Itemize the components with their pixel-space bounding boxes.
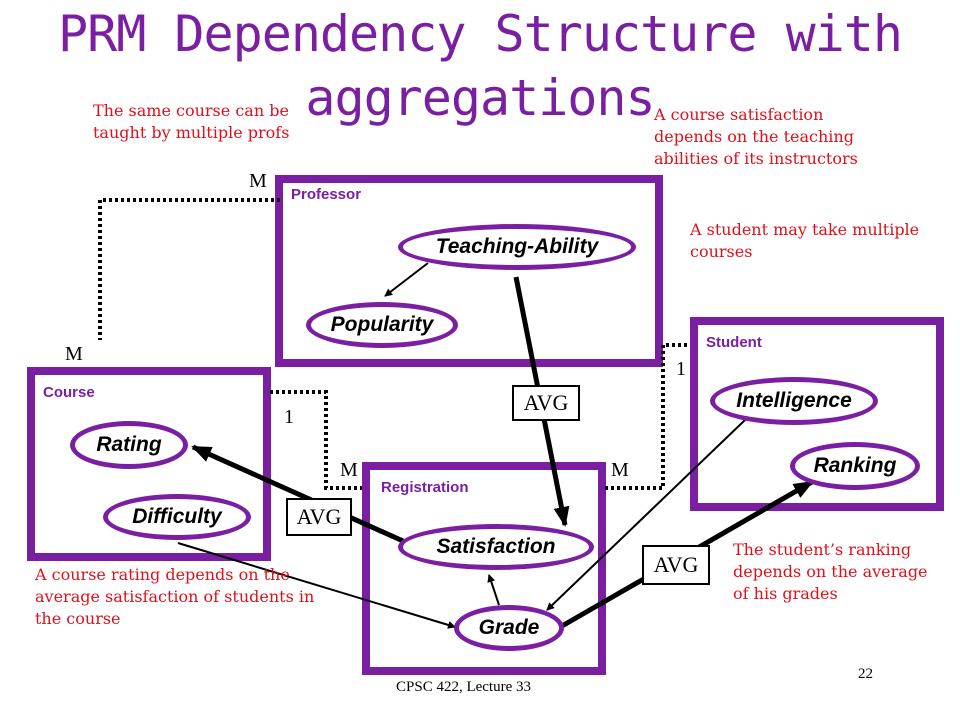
- registration-class-box: [362, 462, 606, 675]
- registration-left-multiplicity-m: M: [340, 459, 358, 481]
- student-class-box: [690, 317, 944, 511]
- note-course-rating: A course rating depends on the average s…: [35, 565, 315, 628]
- professor-class-label: Professor: [291, 186, 362, 203]
- ranking-avg-box: AVG: [642, 545, 710, 585]
- rating-avg-box: AVG: [286, 498, 352, 536]
- teaching-to-popularity-arrow: [384, 262, 429, 297]
- prof-course-relation-line: [98, 198, 280, 340]
- rating-node: Rating: [70, 421, 188, 469]
- student-class-label: Student: [706, 334, 762, 351]
- course-registration-relation-line: [270, 390, 362, 490]
- note-student-multiple: A student may take multiple courses: [690, 220, 920, 261]
- course-multiplicity-1: 1: [284, 406, 294, 428]
- slide-title-line-1: PRM Dependency Structure with: [58, 5, 903, 63]
- teaching-ability-node: Teaching-Ability: [398, 224, 636, 270]
- difficulty-to-grade-arrow: [177, 542, 456, 629]
- difficulty-node: Difficulty: [103, 494, 251, 540]
- popularity-node: Popularity: [306, 302, 458, 348]
- student-multiplicity-1: 1: [676, 358, 686, 380]
- satisfaction-node: Satisfaction: [398, 524, 594, 570]
- page-number: 22: [858, 666, 873, 682]
- grade-node: Grade: [454, 605, 564, 651]
- note-same-course: The same course can be taught by multipl…: [93, 101, 290, 142]
- professor-class-box: [275, 175, 663, 367]
- note-student-ranking: The student’s ranking depends on the ave…: [733, 540, 928, 603]
- slide-title-line-2: aggregations: [305, 69, 655, 127]
- course-class-box: [27, 367, 271, 561]
- ranking-node: Ranking: [790, 442, 920, 490]
- course-multiplicity-m: M: [65, 343, 83, 365]
- registration-class-label: Registration: [381, 479, 469, 496]
- grade-to-satisfaction-arrow: [487, 574, 500, 606]
- intelligence-to-grade-arrow: [546, 419, 746, 611]
- satisfaction-to-rating-avg-arrow: [191, 444, 405, 544]
- footer-course-lecture: CPSC 422, Lecture 33: [396, 679, 531, 695]
- registration-right-multiplicity-m: M: [611, 459, 629, 481]
- teaching-avg-box: AVG: [512, 385, 580, 421]
- note-course-satisfaction: A course satisfaction depends on the tea…: [654, 105, 858, 168]
- intelligence-node: Intelligence: [710, 377, 878, 425]
- prof-multiplicity-m: M: [249, 170, 267, 192]
- course-class-label: Course: [43, 384, 95, 401]
